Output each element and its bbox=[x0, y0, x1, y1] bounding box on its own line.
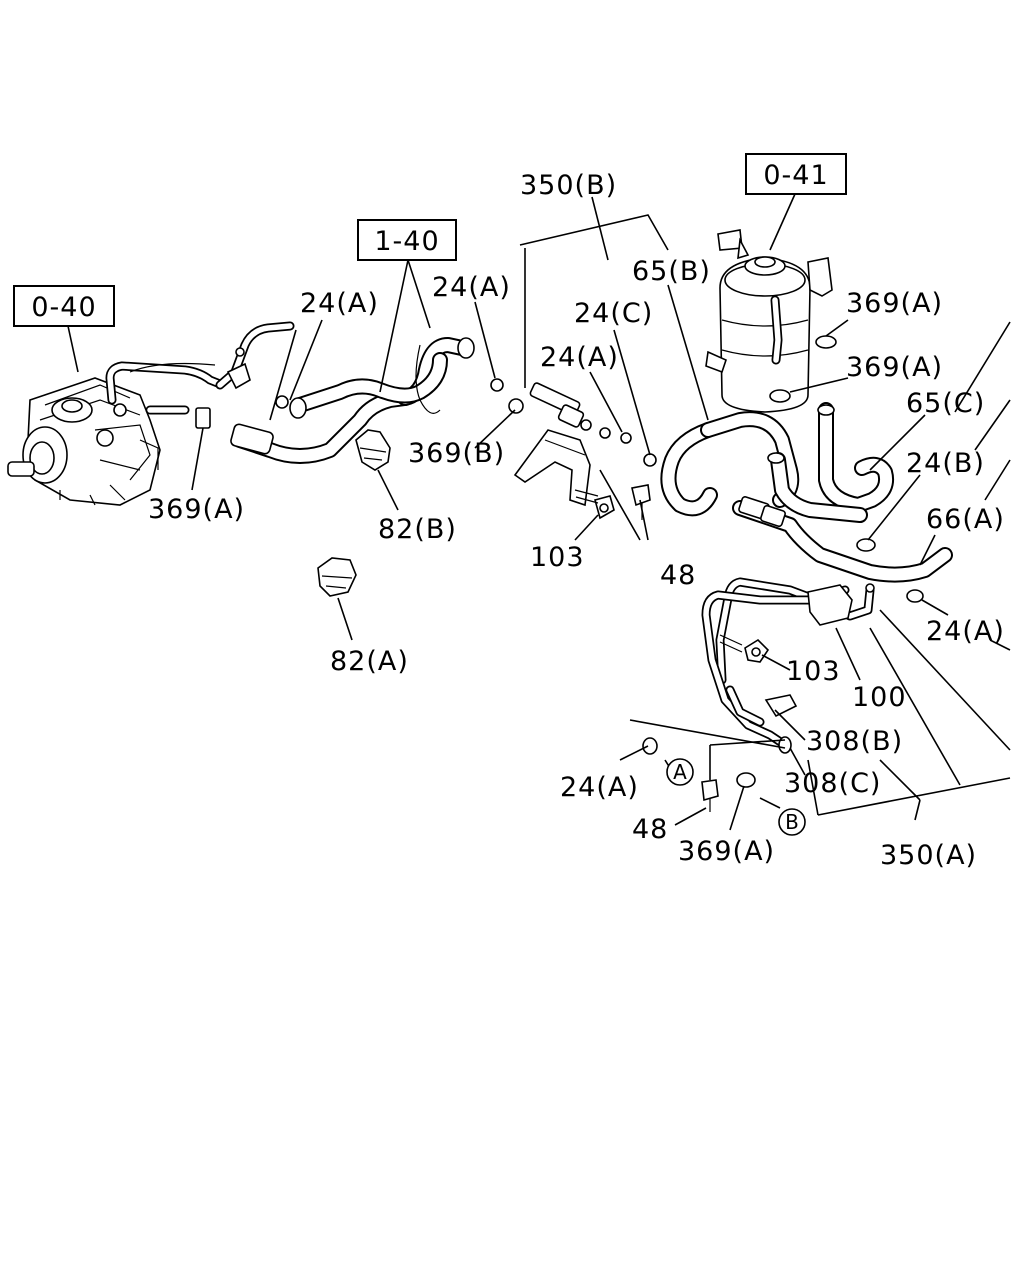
ref-1-40-text: 1-40 bbox=[374, 226, 439, 257]
nut-103-right bbox=[719, 634, 770, 663]
label-308c: 308(C) bbox=[784, 768, 881, 799]
ref-box-0-41[interactable]: 0-41 bbox=[745, 153, 847, 195]
upper-return-pipe bbox=[215, 321, 295, 390]
label-350a: 350(A) bbox=[880, 840, 977, 871]
nut-103-center bbox=[574, 489, 615, 520]
label-308b: 308(B) bbox=[806, 726, 903, 757]
label-82b: 82(B) bbox=[378, 514, 457, 545]
fuel-hose-65c bbox=[767, 402, 895, 523]
ref-0-40-text: 0-40 bbox=[31, 292, 96, 323]
clip-82b bbox=[355, 429, 391, 471]
label-24a-bottom: 24(A) bbox=[560, 772, 639, 803]
label-350b: 350(B) bbox=[520, 170, 617, 201]
hose-clamp-24a-left bbox=[275, 378, 524, 414]
marker-a-text: A bbox=[673, 760, 687, 784]
marker-b: B bbox=[778, 808, 806, 836]
label-48-center: 48 bbox=[660, 560, 696, 591]
label-103-right: 103 bbox=[786, 656, 841, 687]
label-65b: 65(B) bbox=[632, 256, 711, 287]
bolt-48-center bbox=[631, 484, 651, 520]
label-369a-top1: 369(A) bbox=[846, 288, 943, 319]
label-103-center: 103 bbox=[530, 542, 585, 573]
label-369b: 369(B) bbox=[408, 438, 505, 469]
label-369a-left: 369(A) bbox=[148, 494, 245, 525]
label-24a-2: 24(A) bbox=[432, 272, 511, 303]
label-369a-top2: 369(A) bbox=[846, 352, 943, 383]
label-24a-right: 24(A) bbox=[926, 616, 1005, 647]
mounting-bracket bbox=[513, 382, 657, 507]
label-24a-3: 24(A) bbox=[540, 342, 619, 373]
lower-loose-parts bbox=[642, 737, 756, 812]
ref-box-0-40[interactable]: 0-40 bbox=[13, 285, 115, 327]
label-369a-bottom: 369(A) bbox=[678, 836, 775, 867]
marker-a: A bbox=[666, 758, 694, 786]
pump-return-pipes bbox=[105, 361, 225, 415]
part-labels: 350(B) 24(A) 24(A) 24(C) 65(B) 369(A) 36… bbox=[148, 170, 1005, 871]
fuel-hose-66a bbox=[732, 496, 953, 583]
clamp-369a-filter bbox=[769, 335, 837, 403]
label-82a: 82(A) bbox=[330, 646, 409, 677]
clip-82a bbox=[317, 557, 357, 597]
fuel-hose-1-40 bbox=[195, 337, 475, 464]
label-24c: 24(C) bbox=[574, 298, 653, 329]
fuel-pipe-assembly-350a bbox=[701, 577, 875, 754]
ref-box-1-40[interactable]: 1-40 bbox=[357, 219, 457, 261]
ref-0-41-text: 0-41 bbox=[763, 160, 828, 191]
label-24a-1: 24(A) bbox=[300, 288, 379, 319]
clamp-24a-right bbox=[906, 589, 924, 603]
leader-lines bbox=[67, 193, 1011, 831]
injection-pump bbox=[7, 377, 161, 506]
fuel-filter-0-41 bbox=[705, 229, 833, 413]
label-65c: 65(C) bbox=[906, 388, 985, 419]
marker-b-text: B bbox=[785, 810, 799, 834]
label-48-bottom: 48 bbox=[632, 814, 668, 845]
label-66a: 66(A) bbox=[926, 504, 1005, 535]
label-100: 100 bbox=[852, 682, 907, 713]
label-24b: 24(B) bbox=[906, 448, 985, 479]
